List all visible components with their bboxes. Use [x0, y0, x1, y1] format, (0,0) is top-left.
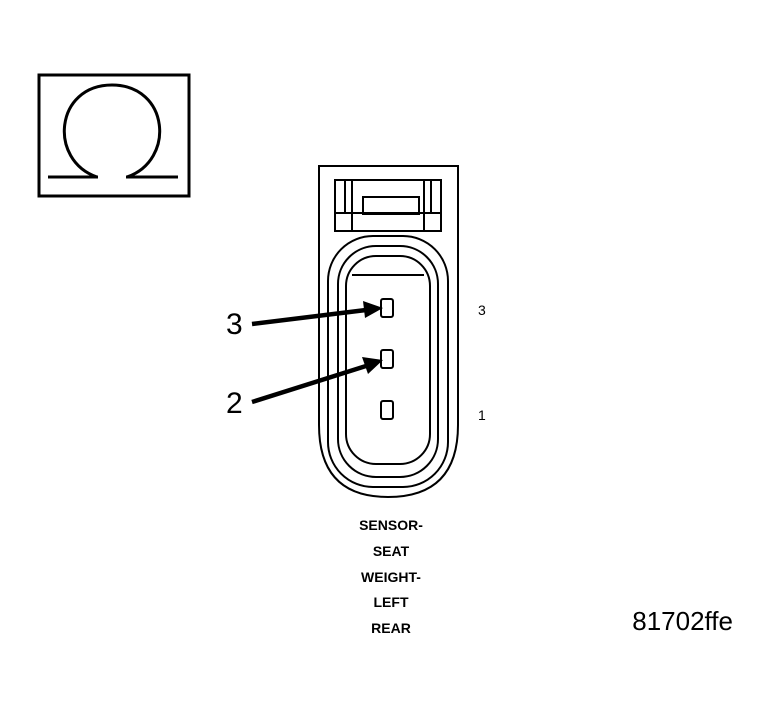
caption-line: SEAT — [373, 543, 410, 559]
connector-caption: SENSOR- SEAT WEIGHT- LEFT REAR — [359, 517, 423, 636]
terminals — [380, 298, 394, 420]
callout-arrows — [251, 301, 383, 405]
ohm-icon — [48, 83, 178, 179]
callout-number-2: 2 — [226, 387, 243, 420]
callout-number-3: 3 — [226, 308, 243, 341]
connector-body — [318, 165, 459, 499]
caption-line: LEFT — [374, 594, 409, 610]
callout-arrowhead-3 — [363, 301, 383, 318]
callout-arrow-2 — [251, 363, 367, 405]
caption-line: SENSOR- — [359, 517, 423, 533]
ohm-symbol-box — [37, 73, 191, 198]
terminal-2 — [380, 349, 394, 369]
pin-label-bottom: 1 — [478, 407, 486, 423]
pin-label-top: 3 — [478, 302, 486, 318]
callout-arrowhead-2 — [362, 357, 383, 374]
terminal-1 — [380, 400, 394, 420]
figure-id: 81702ffe — [632, 606, 733, 636]
caption-line: REAR — [371, 620, 411, 636]
callout-arrow-3 — [251, 307, 367, 327]
caption-line: WEIGHT- — [361, 569, 421, 585]
connector-latch — [334, 179, 442, 232]
